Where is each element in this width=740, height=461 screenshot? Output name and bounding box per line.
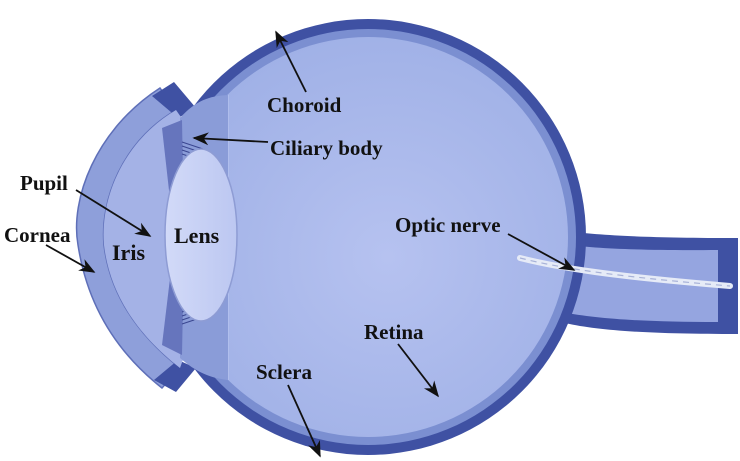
label-ciliary-body: Ciliary body: [270, 136, 383, 160]
label-cornea: Cornea: [4, 223, 71, 247]
label-sclera: Sclera: [256, 360, 312, 384]
label-iris: Iris: [112, 240, 145, 265]
label-optic-nerve: Optic nerve: [395, 213, 501, 237]
label-retina: Retina: [364, 320, 424, 344]
label-choroid: Choroid: [267, 93, 342, 117]
label-pupil: Pupil: [20, 171, 68, 195]
label-lens: Lens: [174, 223, 220, 248]
